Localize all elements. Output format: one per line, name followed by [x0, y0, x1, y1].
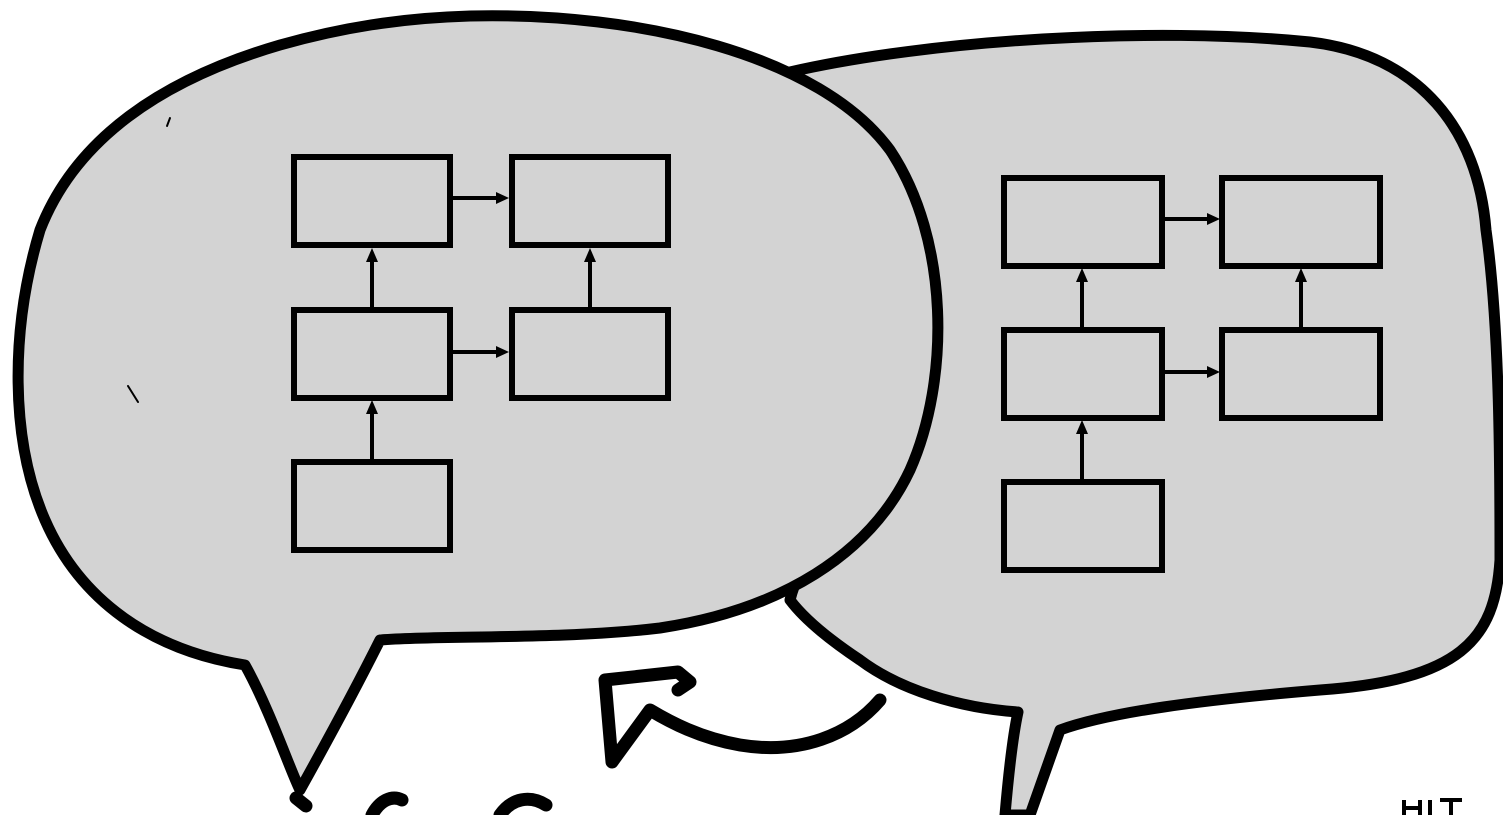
- l-top-right: [512, 157, 668, 245]
- r-top-left: [1004, 178, 1162, 266]
- left-bubble: [18, 16, 938, 790]
- r-bottom: [1004, 482, 1162, 570]
- cropped-stroke: [372, 798, 402, 815]
- cropped-strokes: [296, 798, 1462, 815]
- r-top-right: [1222, 178, 1380, 266]
- curved-arrow: [605, 672, 880, 762]
- speech-bubble-icon: [18, 16, 938, 790]
- cropped-stroke: [296, 798, 306, 806]
- l-mid-left: [294, 310, 450, 398]
- curved-arrow-icon: [605, 672, 880, 762]
- r-mid-left: [1004, 330, 1162, 418]
- cropped-stroke: [1404, 800, 1462, 815]
- l-mid-right: [512, 310, 668, 398]
- l-bottom: [294, 462, 450, 550]
- r-mid-right: [1222, 330, 1380, 418]
- cropped-stroke: [500, 799, 546, 815]
- l-top-left: [294, 157, 450, 245]
